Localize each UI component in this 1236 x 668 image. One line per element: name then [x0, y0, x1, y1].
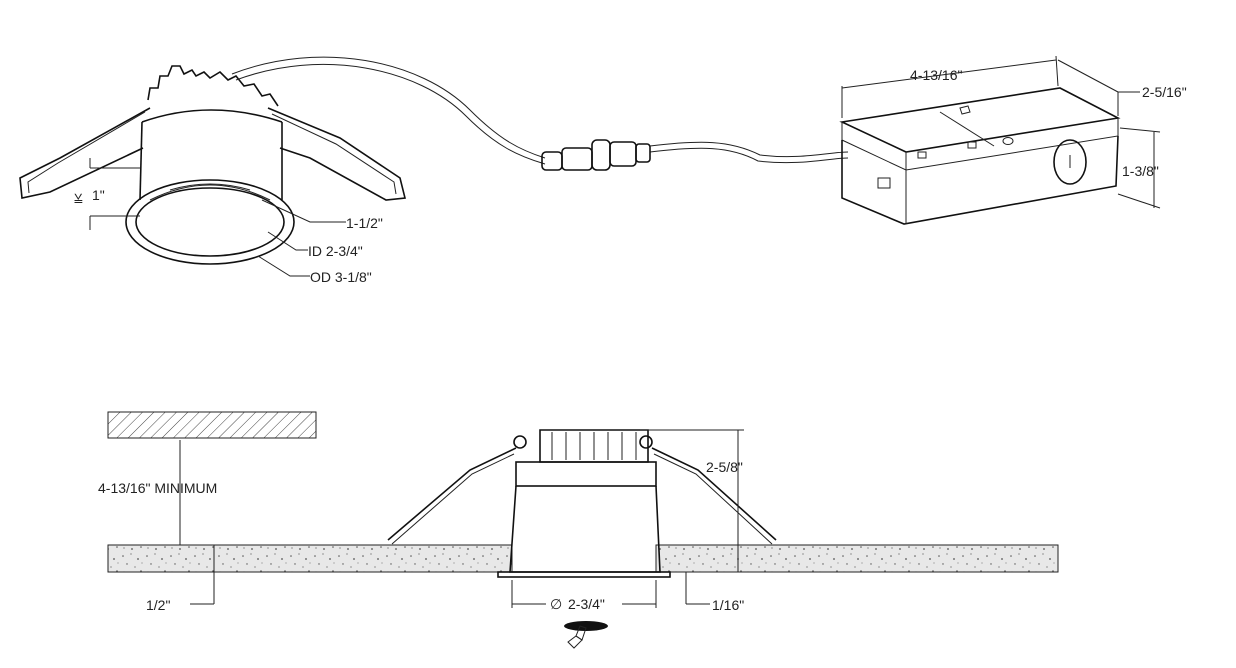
ceiling-right [655, 544, 1059, 573]
box-length-label: 4-13/16" [910, 67, 962, 83]
quick-connector [541, 139, 651, 171]
left-spring-clip [19, 107, 151, 199]
depth-label: 1" [92, 187, 105, 203]
outer-diameter-label: OD 3-1/8" [310, 269, 372, 285]
clearance-label: 4-13/16" MINIMUM [98, 480, 217, 496]
joist-obstruction [107, 411, 317, 439]
cutout-symbol-label: ∅ [550, 596, 562, 612]
trim-thickness-label: 1/16" [712, 597, 744, 613]
installation-dimensions: 4-13/16" MINIMUM 2-5/8" 1/2" ∅ 2-3/4" 1/… [98, 429, 744, 613]
box-width-label: 2-5/16" [1142, 84, 1187, 100]
box-height-label: 1-3/8" [1122, 163, 1159, 179]
junction-box-dimensions: 4-13/16" 2-5/16" 1-3/8" [841, 55, 1187, 209]
trim-height-label: 1-1/2" [346, 215, 383, 231]
junction-box [839, 87, 1121, 225]
trim-flange [125, 179, 295, 265]
fixture-body [139, 121, 143, 201]
right-spring-clip [267, 107, 406, 201]
ceiling-thickness-label: 1/2" [146, 597, 170, 613]
depth-symbol-label: ⩣ [74, 187, 83, 203]
hole-saw-icon [564, 621, 608, 649]
ceiling-section [107, 544, 1059, 573]
downlight-fixture-isometric [19, 65, 406, 265]
fixture-dimensions: ⩣ 1" 1-1/2" ID 2-3/4" OD 3-1/8" [74, 158, 383, 285]
heat-sink [147, 65, 279, 107]
knockout [1053, 139, 1087, 185]
trim-flange-side [497, 571, 671, 578]
cutout-diameter-label: 2-3/4" [568, 596, 605, 612]
fixture-height-label: 2-5/8" [706, 459, 743, 475]
inner-diameter-label: ID 2-3/4" [308, 243, 363, 259]
installed-fixture-side [387, 429, 777, 578]
power-cable [231, 56, 849, 165]
ceiling-left [107, 544, 513, 573]
